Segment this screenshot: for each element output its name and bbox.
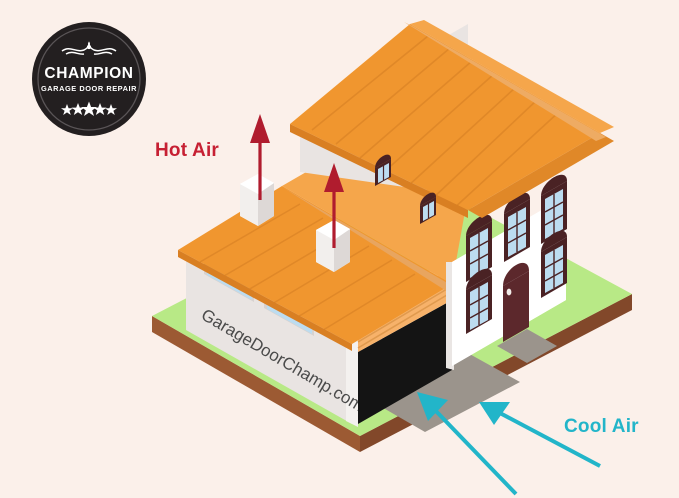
flourish-ornament <box>61 41 117 55</box>
logo-badge[interactable]: CHAMPION GARAGE DOOR REPAIR <box>32 22 146 136</box>
logo-inner-ring <box>37 27 141 131</box>
door-knob <box>506 288 512 296</box>
main-roof-right-slope <box>410 20 614 133</box>
garage-opening <box>358 300 452 424</box>
garage-side-wall <box>186 252 352 424</box>
front-window-lower-left <box>466 268 492 334</box>
logo-brand-text: CHAMPION <box>44 65 133 82</box>
garage-roof-eave <box>178 250 352 351</box>
cool-air-label: Cool Air <box>564 416 639 437</box>
garage-roof-seams <box>199 203 416 333</box>
cool-air-arrow-2 <box>479 402 601 468</box>
front-door[interactable] <box>503 262 529 342</box>
main-roof-seams <box>311 35 561 211</box>
garage-roof-right-slope <box>282 142 466 284</box>
logo-outer-ring <box>32 22 146 136</box>
front-window-lower-right <box>541 230 567 298</box>
front-window-upper-center <box>504 192 530 262</box>
main-roof-front-eave <box>468 133 614 218</box>
garage-roof <box>178 142 466 351</box>
gable-windows <box>375 154 436 224</box>
garage-roof-left-slope <box>178 186 452 344</box>
front-facade <box>452 174 567 366</box>
soil-left-face <box>152 316 360 452</box>
logo-tagline-text: GARAGE DOOR REPAIR <box>41 84 137 93</box>
gable-window-1 <box>375 154 391 186</box>
driveway-surface <box>352 342 520 432</box>
hot-air-arrow-1 <box>250 114 270 200</box>
front-window-upper-right <box>541 174 567 244</box>
garage-roof-ridge <box>276 183 456 292</box>
chimney-vent-1 <box>240 174 274 226</box>
main-roof-ridge <box>404 22 606 141</box>
cool-air-arrow-1 <box>417 392 518 496</box>
flourish-center-dot <box>86 44 92 50</box>
logo-stars <box>61 101 117 116</box>
driveway <box>352 342 520 432</box>
hot-air-label: Hot Air <box>155 140 219 161</box>
door-step <box>497 329 557 363</box>
gable-window-2 <box>420 192 436 224</box>
hot-air-arrow-2 <box>324 163 344 248</box>
front-window-upper-left <box>466 214 492 282</box>
